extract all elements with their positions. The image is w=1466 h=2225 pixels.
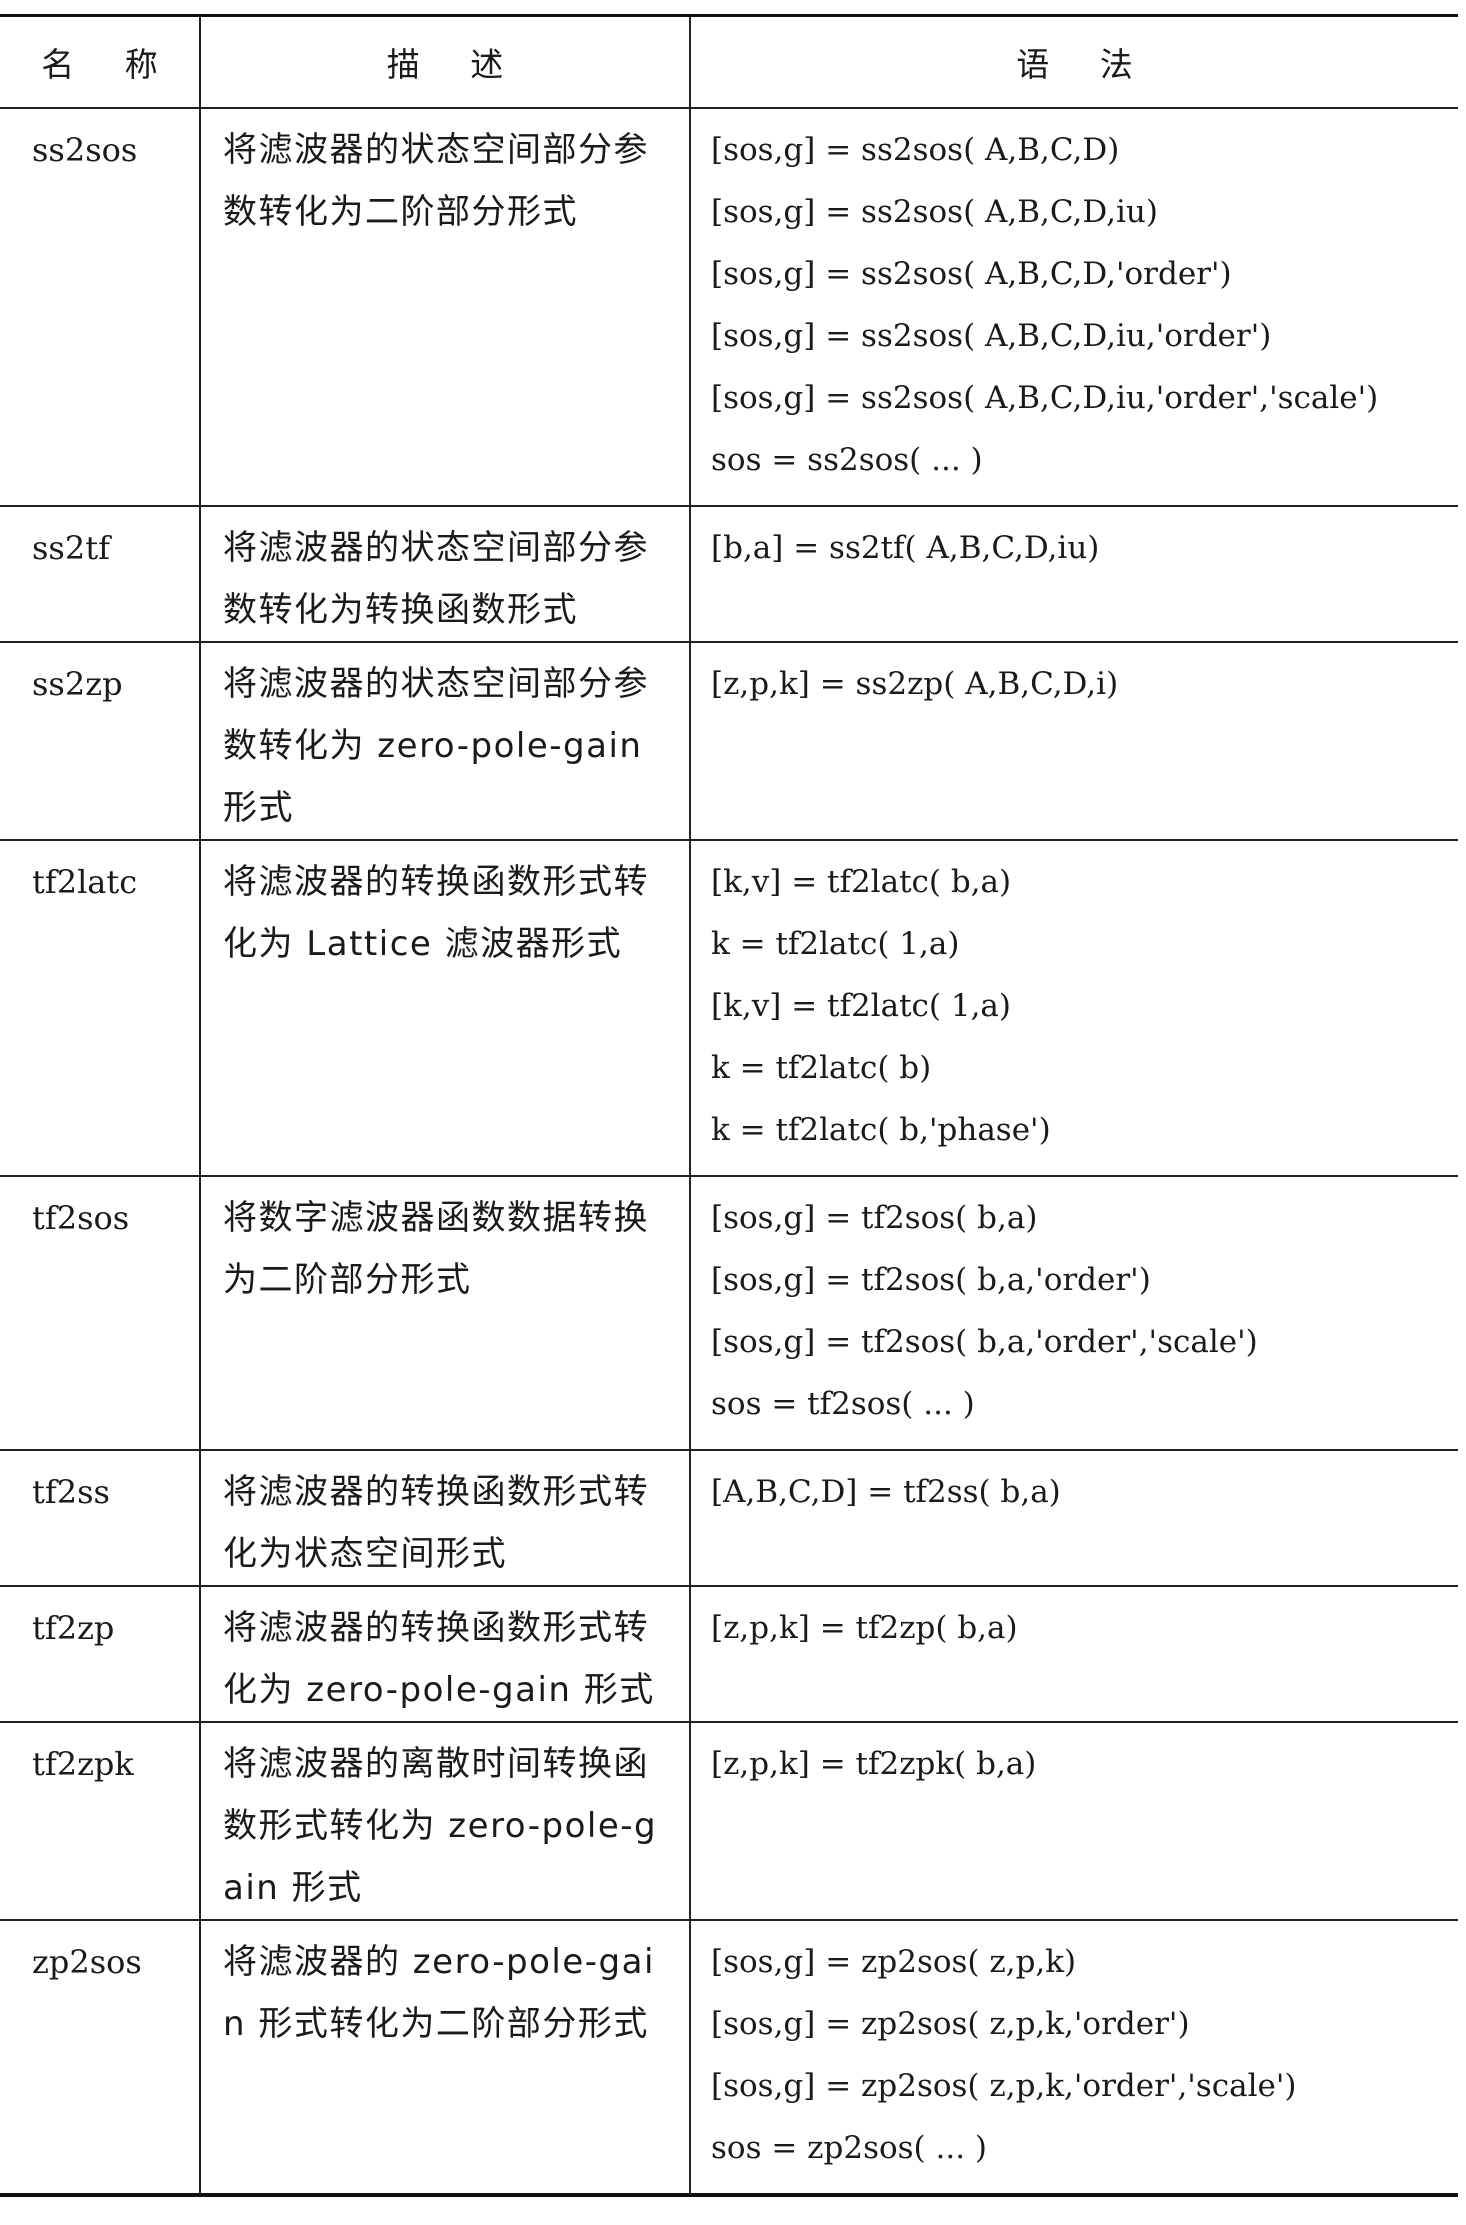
function-description: 将滤波器的 zero-pole-gain 形式转化为二阶部分形式 xyxy=(199,1920,691,2197)
table-row: ss2sos 将滤波器的状态空间部分参数转化为二阶部分形式 [sos,g] = … xyxy=(0,108,1458,507)
table-body: ss2sos 将滤波器的状态空间部分参数转化为二阶部分形式 [sos,g] = … xyxy=(0,108,1458,2197)
function-name: tf2zpk xyxy=(0,1722,201,1921)
syntax-line: [sos,g] = ss2sos( A,B,C,D,iu,'order','sc… xyxy=(711,380,1379,416)
table-row: ss2zp 将滤波器的状态空间部分参数转化为 zero-pole-gain 形式… xyxy=(0,642,1458,841)
syntax-line: sos = ss2sos( ... ) xyxy=(711,442,983,478)
function-description: 将滤波器的转换函数形式转化为 Lattice 滤波器形式 xyxy=(199,840,691,1177)
syntax-line: k = tf2latc( 1,a) xyxy=(711,926,960,962)
function-description: 将滤波器的转换函数形式转化为状态空间形式 xyxy=(199,1450,691,1587)
syntax-line: [z,p,k] = tf2zpk( b,a) xyxy=(711,1746,1037,1782)
syntax-line: [z,p,k] = ss2zp( A,B,C,D,i) xyxy=(711,666,1119,702)
function-description: 将滤波器的状态空间部分参数转化为转换函数形式 xyxy=(199,506,691,643)
function-name: tf2sos xyxy=(0,1176,201,1451)
syntax-line: [sos,g] = ss2sos( A,B,C,D,iu,'order') xyxy=(711,318,1272,354)
syntax-line: [sos,g] = zp2sos( z,p,k,'order') xyxy=(711,2006,1190,2042)
syntax-line: [sos,g] = ss2sos( A,B,C,D,iu) xyxy=(711,194,1158,230)
function-syntax: [A,B,C,D] = tf2ss( b,a) xyxy=(689,1450,1458,1587)
syntax-line: [sos,g] = ss2sos( A,B,C,D) xyxy=(711,132,1120,168)
function-syntax: [z,p,k] = tf2zp( b,a) xyxy=(689,1586,1458,1723)
header-name: 名 称 xyxy=(0,14,201,109)
syntax-line: k = tf2latc( b,'phase') xyxy=(711,1112,1051,1148)
function-syntax: [sos,g] = zp2sos( z,p,k) [sos,g] = zp2sos… xyxy=(689,1920,1458,2197)
function-name: ss2zp xyxy=(0,642,201,841)
table-header: 名 称 描 述 语 法 xyxy=(0,14,1458,109)
header-description: 描 述 xyxy=(199,14,691,109)
function-syntax: [sos,g] = tf2sos( b,a) [sos,g] = tf2sos( … xyxy=(689,1176,1458,1451)
function-name: tf2latc xyxy=(0,840,201,1177)
syntax-line: [sos,g] = tf2sos( b,a,'order','scale') xyxy=(711,1324,1258,1360)
function-syntax: [z,p,k] = tf2zpk( b,a) xyxy=(689,1722,1458,1921)
syntax-line: [sos,g] = zp2sos( z,p,k) xyxy=(711,1944,1077,1980)
header-row: 名 称 描 述 语 法 xyxy=(0,14,1458,109)
function-name: ss2tf xyxy=(0,506,201,643)
function-name: tf2zp xyxy=(0,1586,201,1723)
table-row: tf2zp 将滤波器的转换函数形式转化为 zero-pole-gain 形式 [… xyxy=(0,1586,1458,1723)
table-row: ss2tf 将滤波器的状态空间部分参数转化为转换函数形式 [b,a] = ss2… xyxy=(0,506,1458,643)
syntax-line: [k,v] = tf2latc( 1,a) xyxy=(711,988,1011,1024)
syntax-line: sos = tf2sos( ... ) xyxy=(711,1386,975,1422)
syntax-line: [b,a] = ss2tf( A,B,C,D,iu) xyxy=(711,530,1100,566)
function-syntax: [z,p,k] = ss2zp( A,B,C,D,i) xyxy=(689,642,1458,841)
function-name: tf2ss xyxy=(0,1450,201,1587)
function-table: 名 称 描 述 语 法 ss2sos 将滤波器的状态空间部分参数转化为二阶部分形… xyxy=(0,14,1458,2197)
syntax-line: sos = zp2sos( ... ) xyxy=(711,2130,988,2166)
table-row: tf2ss 将滤波器的转换函数形式转化为状态空间形式 [A,B,C,D] = t… xyxy=(0,1450,1458,1587)
syntax-line: [k,v] = tf2latc( b,a) xyxy=(711,864,1012,900)
function-description: 将滤波器的离散时间转换函数形式转化为 zero-pole-gain 形式 xyxy=(199,1722,691,1921)
function-name: ss2sos xyxy=(0,108,201,507)
syntax-line: [sos,g] = tf2sos( b,a) xyxy=(711,1200,1038,1236)
function-description: 将滤波器的状态空间部分参数转化为 zero-pole-gain 形式 xyxy=(199,642,691,841)
syntax-line: [sos,g] = zp2sos( z,p,k,'order','scale') xyxy=(711,2068,1297,2104)
function-description: 将滤波器的状态空间部分参数转化为二阶部分形式 xyxy=(199,108,691,507)
header-syntax: 语 法 xyxy=(689,14,1458,109)
function-syntax: [sos,g] = ss2sos( A,B,C,D) [sos,g] = ss2s… xyxy=(689,108,1458,507)
syntax-line: [sos,g] = tf2sos( b,a,'order') xyxy=(711,1262,1151,1298)
table-row: tf2latc 将滤波器的转换函数形式转化为 Lattice 滤波器形式 [k,… xyxy=(0,840,1458,1177)
syntax-line: [A,B,C,D] = tf2ss( b,a) xyxy=(711,1474,1061,1510)
function-description: 将滤波器的转换函数形式转化为 zero-pole-gain 形式 xyxy=(199,1586,691,1723)
table-row: tf2zpk 将滤波器的离散时间转换函数形式转化为 zero-pole-gain… xyxy=(0,1722,1458,1921)
function-syntax: [k,v] = tf2latc( b,a) k = tf2latc( 1,a) [k… xyxy=(689,840,1458,1177)
function-syntax: [b,a] = ss2tf( A,B,C,D,iu) xyxy=(689,506,1458,643)
syntax-line: k = tf2latc( b) xyxy=(711,1050,932,1086)
syntax-line: [sos,g] = ss2sos( A,B,C,D,'order') xyxy=(711,256,1232,292)
table-row: zp2sos 将滤波器的 zero-pole-gain 形式转化为二阶部分形式 … xyxy=(0,1920,1458,2197)
function-name: zp2sos xyxy=(0,1920,201,2197)
function-description: 将数字滤波器函数数据转换为二阶部分形式 xyxy=(199,1176,691,1451)
table-row: tf2sos 将数字滤波器函数数据转换为二阶部分形式 [sos,g] = tf2… xyxy=(0,1176,1458,1451)
syntax-line: [z,p,k] = tf2zp( b,a) xyxy=(711,1610,1018,1646)
